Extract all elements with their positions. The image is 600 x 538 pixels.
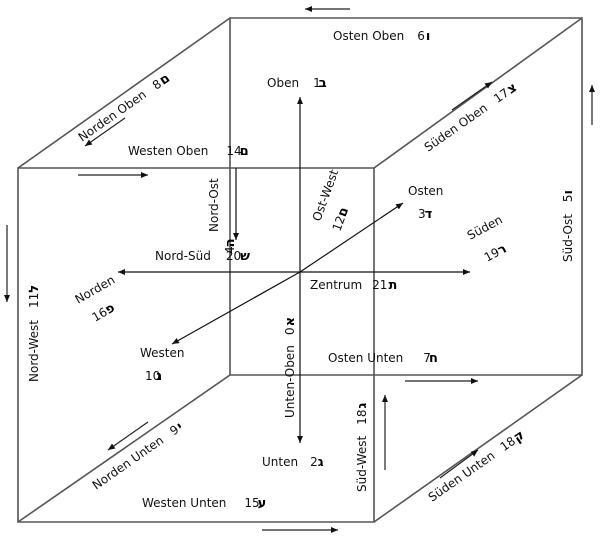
interior-axes [118,97,470,443]
label-sueden-letter: ר 19 [481,240,509,266]
label-ost-west-letter: ם 12 [328,205,352,234]
axis-west [171,271,301,345]
label-nord-ost-letter: ה 4 [221,238,238,254]
label-nord-west: Nord-West ל 11 [25,285,42,382]
label-zentrum: Zentrum ת 21 [310,276,397,293]
label-nord-ost: Nord-Ost [207,178,221,232]
label-osten: Osten [408,184,443,198]
label-nord-sued: Nord-Süd ש 20 [155,247,250,264]
label-westen-unten: Westen Unten ע 15 [142,494,266,511]
label-sueden: Süden [465,213,505,243]
arrow-bottom-right-edge [439,449,479,479]
arrow-top-right-edge [451,81,493,111]
label-oben: Oben ב 1 [267,74,327,91]
arrow-top-left-edge [84,117,126,147]
edge-bottom-left [17,374,231,523]
label-osten-letter: ד 3 [418,205,433,222]
axis-east [299,202,404,273]
label-osten-oben: Osten Oben ו 6 [333,27,430,44]
edge-arrows [4,6,595,533]
edge-top-left [17,17,231,169]
label-sueden-oben: Süden Oben צ 17 [421,79,520,156]
edge-top-right [373,17,583,169]
label-westen-oben: Westen Oben ם 14 [128,142,249,159]
label-norden-letter: פ 16 [89,299,118,326]
label-osten-unten: Osten Unten ח 7 [328,349,438,366]
label-unten-oben: Unten-Oben [283,345,297,418]
label-sued-ost: Süd-Ost ו 5 [559,190,576,262]
cube-edges [17,17,583,523]
label-unten-oben-letter: א 0 [281,317,298,335]
edge-bottom-right [373,374,583,523]
label-sueden-unten: Süden Unten ק 18 [425,426,528,505]
arrow-bottom-left-edge [107,421,149,451]
label-unten: Unten ג 2 [262,453,324,470]
label-sued-west: Süd-West ג 18 [353,403,370,492]
label-norden-oben: Norden Oben ם 8 [75,69,173,145]
label-westen-letter: נ 10 [145,367,162,384]
label-westen: Westen [140,346,185,360]
